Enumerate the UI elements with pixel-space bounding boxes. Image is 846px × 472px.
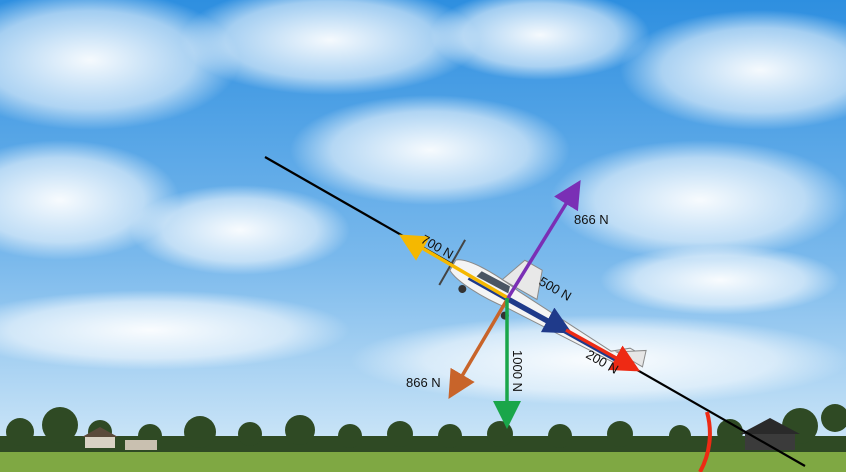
force-arrow-866-up [506,180,581,299]
clouds [0,0,846,405]
force-arrow-500 [507,296,573,334]
force-arrow-700 [398,234,509,300]
force-arrow-866-down [448,297,510,400]
label-866N-down: 866 N [406,375,441,390]
force-arrow-200 [565,328,641,372]
label-866N-up: 866 N [574,212,609,227]
angle-arc [698,411,712,472]
label-1000N: 1000 N [510,350,525,392]
grass-field [0,452,846,472]
houses [82,418,800,450]
